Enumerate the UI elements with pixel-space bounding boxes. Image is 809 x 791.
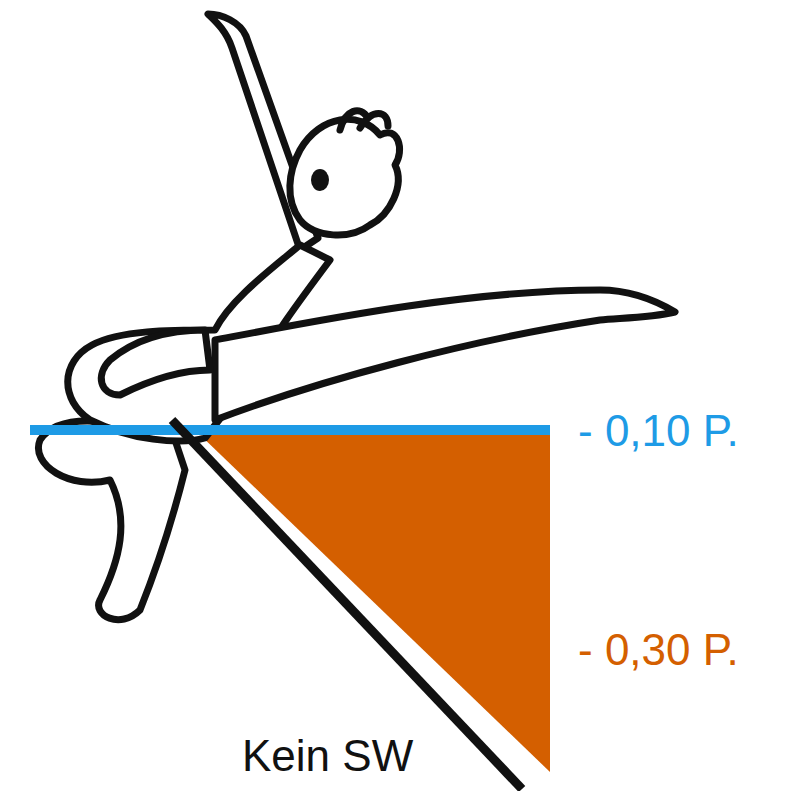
eye bbox=[311, 169, 329, 191]
horizontal-line bbox=[30, 425, 550, 435]
note-label: Kein SW bbox=[242, 734, 413, 778]
gymnast-figure bbox=[38, 14, 675, 620]
deduction-zone bbox=[195, 430, 550, 772]
deduction-label: - 0,30 P. bbox=[578, 628, 739, 672]
diagonal-line bbox=[172, 420, 522, 789]
deduction-label: - 0,10 P. bbox=[578, 409, 739, 453]
